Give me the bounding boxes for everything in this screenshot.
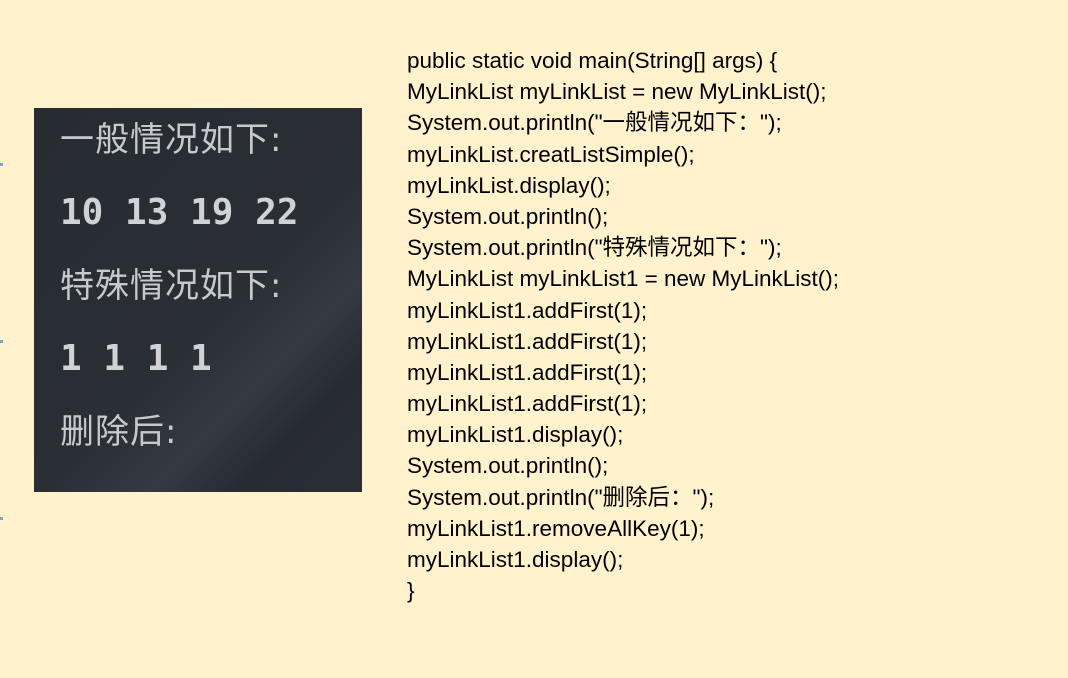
console-line-normal-case-label: 一般情况如下: <box>60 120 283 160</box>
code-line: myLinkList1.addFirst(1); <box>407 328 648 354</box>
console-output-screenshot: 一般情况如下: 10 13 19 22 特殊情况如下: 1 1 1 1 删除后: <box>34 108 362 492</box>
code-line: myLinkList1.display(); <box>407 547 624 572</box>
margin-marker <box>0 340 3 343</box>
console-line-normal-case-values: 10 13 19 22 <box>60 192 299 233</box>
margin-marker <box>0 517 3 520</box>
code-line: myLinkList1.addFirst(1); <box>407 297 648 323</box>
code-line: myLinkList.display(); <box>407 172 611 198</box>
code-block: public static void main(String[] args) {… <box>407 45 1047 606</box>
code-line: myLinkList.creatListSimple(); <box>407 141 695 167</box>
code-line: System.out.println("删除后："); <box>407 484 715 510</box>
code-line: System.out.println(); <box>407 203 609 229</box>
code-line: System.out.println(); <box>407 453 609 479</box>
console-line-special-case-values: 1 1 1 1 <box>60 338 212 379</box>
code-line: System.out.println("特殊情况如下："); <box>407 235 782 261</box>
code-line: myLinkList1.display(); <box>407 422 624 448</box>
code-line: MyLinkList myLinkList1 = new MyLinkList(… <box>407 266 840 292</box>
code-line: public static void main(String[] args) { <box>407 48 778 73</box>
code-line: System.out.println("一般情况如下："); <box>407 110 782 136</box>
console-line-special-case-label: 特殊情况如下: <box>60 266 283 306</box>
margin-marker <box>0 163 3 166</box>
code-line: } <box>407 578 415 604</box>
console-line-after-delete-label: 删除后: <box>60 412 178 452</box>
code-line: myLinkList1.addFirst(1); <box>407 359 648 385</box>
code-line: myLinkList1.removeAllKey(1); <box>407 515 705 541</box>
code-line: myLinkList1.addFirst(1); <box>407 391 648 417</box>
code-line: MyLinkList myLinkList = new MyLinkList()… <box>407 79 827 105</box>
